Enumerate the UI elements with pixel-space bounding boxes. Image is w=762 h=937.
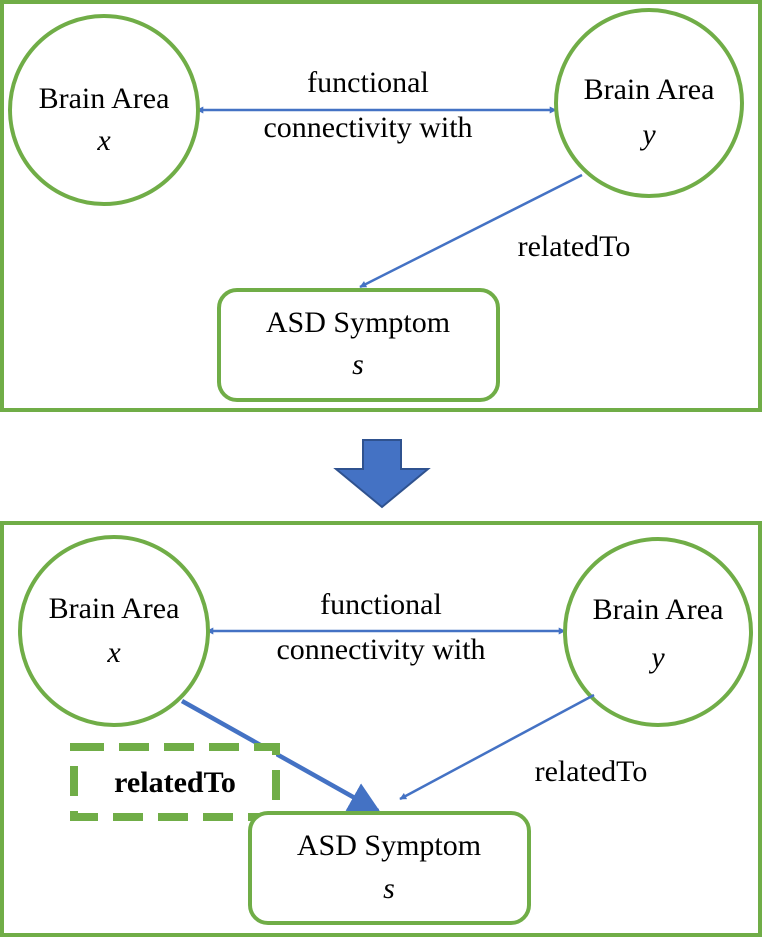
top-node-asd-symptom — [217, 288, 500, 402]
top-panel-frame — [0, 0, 762, 412]
bottom-symptom-label: ASD Symptom — [297, 829, 481, 862]
bottom-node-y-var: y — [648, 641, 665, 674]
bottom-node-brain-area-x — [18, 535, 210, 727]
top-node-x-label: Brain Area — [39, 82, 170, 115]
bottom-symptom-var: s — [383, 872, 395, 905]
inferred-relation-highlight-box — [70, 743, 280, 821]
top-edge-related-to — [359, 173, 583, 289]
bottom-node-y-label: Brain Area — [593, 593, 724, 626]
bottom-edge-related-to-label: relatedTo — [535, 755, 648, 788]
bottom-panel: functional connectivity with Brain Area … — [0, 521, 762, 937]
bottom-node-x-label: Brain Area — [49, 592, 180, 625]
bottom-panel-frame — [0, 521, 762, 937]
top-node-brain-area-y — [554, 8, 744, 198]
bottom-edge-related-to — [399, 693, 595, 801]
bottom-edge-label-line1: functional — [320, 588, 442, 621]
bottom-edge-label-line2: connectivity with — [276, 633, 485, 666]
top-symptom-label: ASD Symptom — [266, 306, 450, 339]
top-node-y-var: y — [639, 118, 656, 151]
top-node-brain-area-x — [8, 14, 200, 206]
top-node-y-label: Brain Area — [584, 73, 715, 106]
top-panel: functional connectivity with Brain Area … — [0, 0, 762, 412]
top-edge-related-to-label: relatedTo — [518, 230, 631, 263]
bottom-node-brain-area-y — [563, 537, 753, 727]
bottom-inferred-edge-related-to — [180, 699, 381, 813]
down-arrow-icon — [333, 439, 431, 509]
top-edge-label-line1: functional — [307, 66, 429, 99]
top-edge-label-line2: connectivity with — [263, 111, 472, 144]
bottom-node-x-var: x — [106, 636, 121, 669]
bottom-node-asd-symptom — [248, 811, 531, 925]
inferred-relation-label: relatedTo — [114, 766, 236, 799]
top-node-x-var: x — [96, 124, 111, 157]
top-symptom-var: s — [352, 348, 364, 381]
